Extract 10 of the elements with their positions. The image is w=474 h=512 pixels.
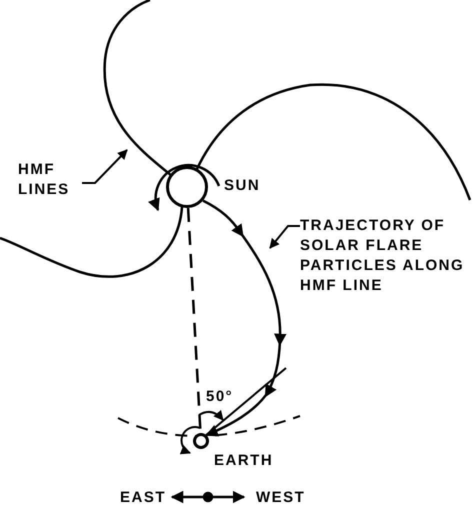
angle-label: 50° — [206, 388, 234, 406]
leader-line — [269, 225, 300, 249]
direction-label: WEST — [256, 489, 306, 507]
leader-line — [82, 149, 128, 184]
node-label: EARTH — [214, 451, 274, 471]
node-label: SUN — [224, 176, 262, 196]
node-label: TRAJECTORY OF SOLAR FLARE PARTICLES ALONG HMF LINE — [300, 216, 466, 296]
direction-label: EAST — [120, 489, 166, 507]
trajectory-line — [202, 199, 286, 436]
node-label: HMF LINES — [18, 160, 71, 200]
